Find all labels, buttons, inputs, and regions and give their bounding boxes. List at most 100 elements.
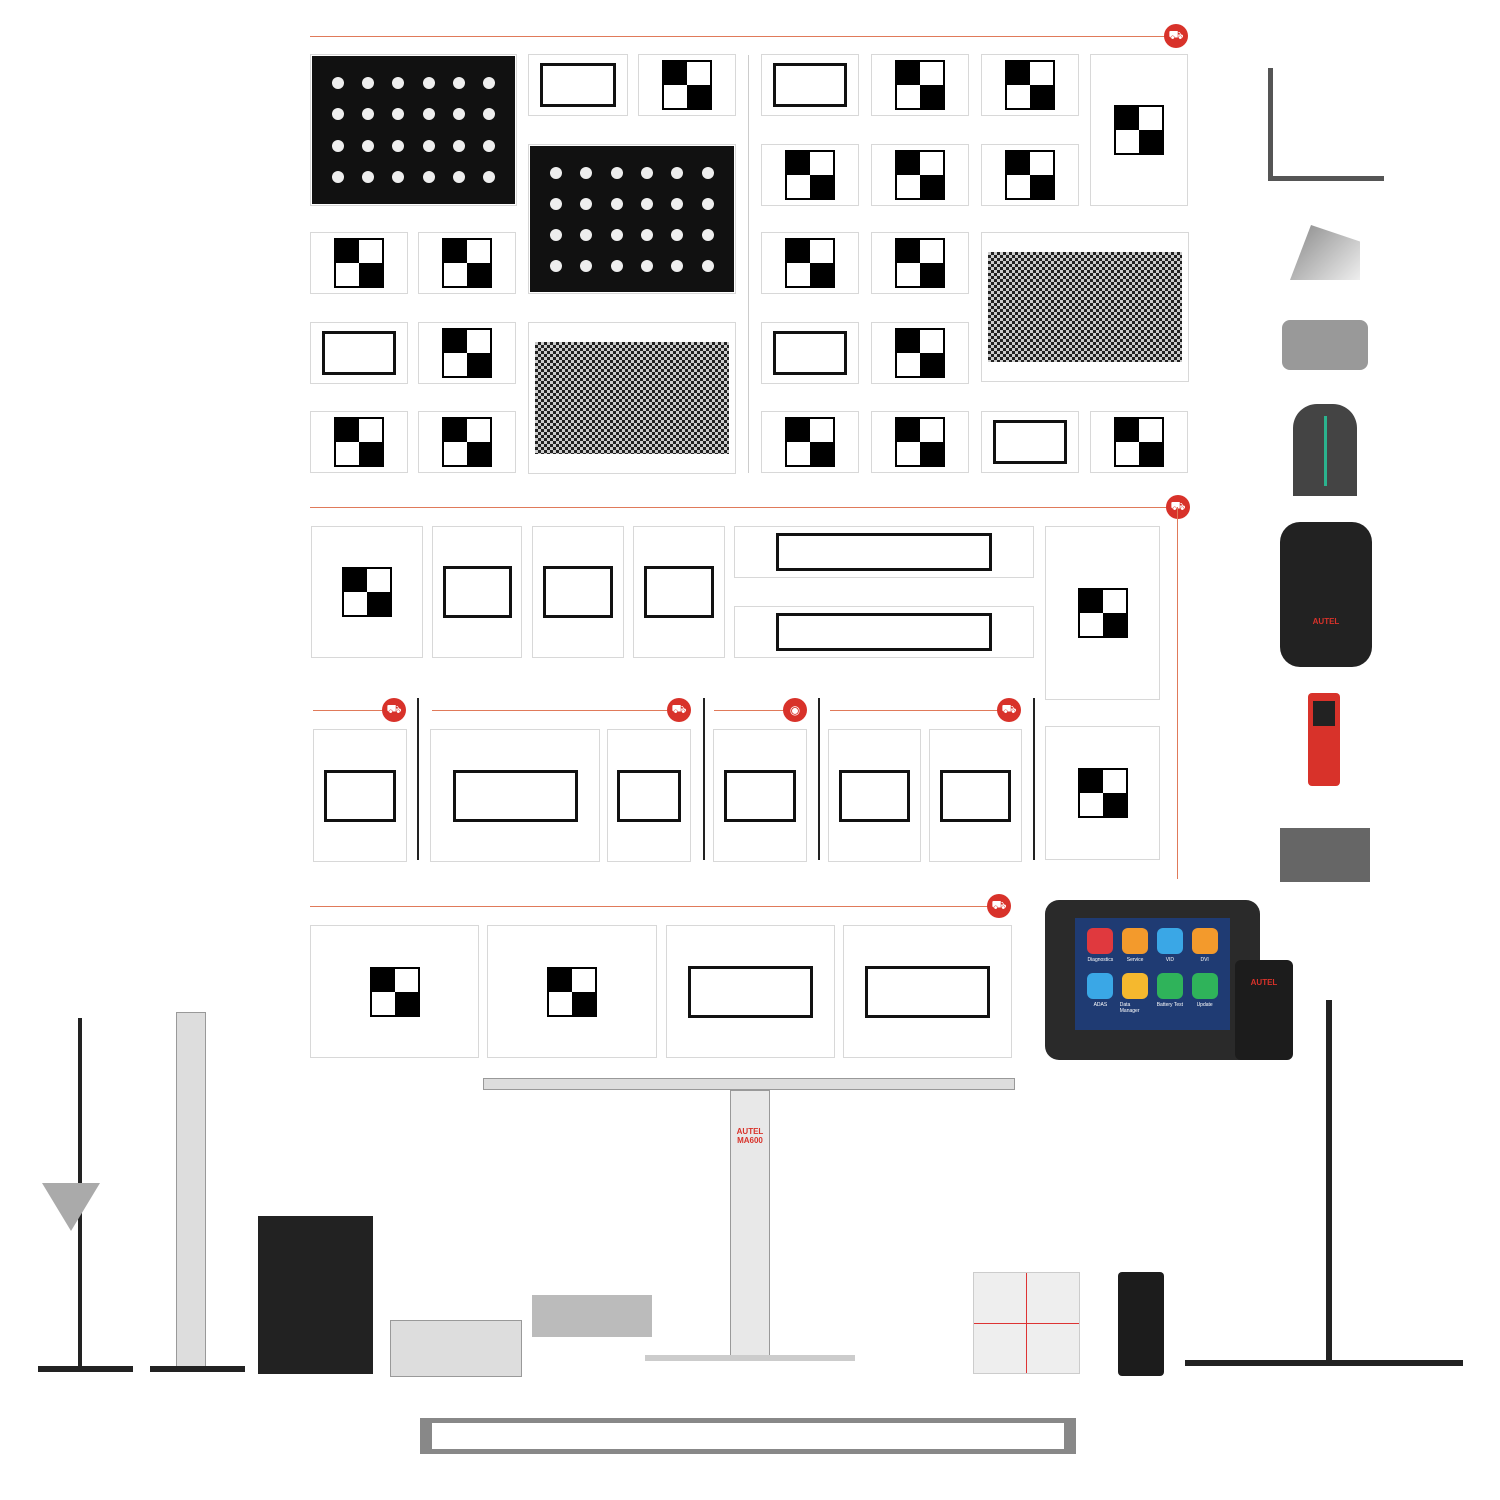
calibration-target — [981, 232, 1189, 382]
app-diagnostics[interactable]: Diagnostics — [1085, 928, 1116, 969]
app-icon — [1156, 973, 1183, 999]
frame-pattern — [442, 566, 512, 618]
radar-target-column — [176, 1012, 206, 1369]
l-bracket — [1268, 68, 1273, 180]
frame-pattern — [838, 769, 911, 822]
checker-pattern — [662, 60, 712, 110]
checker-pattern — [895, 60, 945, 110]
checker-pattern — [785, 238, 835, 288]
checker-pattern — [1005, 150, 1055, 200]
stand-base — [1185, 1360, 1463, 1366]
reflector-prism — [1290, 225, 1360, 280]
frame-pattern — [776, 613, 992, 651]
app-icon — [1087, 928, 1114, 954]
app-vid[interactable]: VID — [1155, 928, 1186, 969]
app-icon — [1191, 973, 1218, 999]
calibration-target — [310, 322, 408, 384]
frame-pattern — [772, 63, 848, 107]
section-rule — [310, 507, 1166, 508]
app-update[interactable]: Update — [1189, 973, 1220, 1020]
app-label: Battery Test — [1156, 1002, 1184, 1008]
radar-reflector-board — [258, 1216, 373, 1374]
calibration-target — [734, 526, 1034, 578]
calibration-target — [313, 729, 407, 862]
frame-pattern — [324, 769, 396, 822]
calibration-target — [843, 925, 1012, 1058]
checker-pattern — [369, 966, 420, 1017]
app-icon — [1122, 928, 1149, 954]
divider — [748, 55, 749, 473]
frame-pattern — [452, 769, 578, 822]
frame-pattern — [772, 331, 848, 375]
stand-pole — [1326, 1000, 1332, 1365]
checker-pattern — [895, 238, 945, 288]
calibration-target — [761, 232, 859, 294]
checker-pattern — [547, 966, 597, 1017]
dot-pattern — [530, 146, 734, 292]
checker-pattern — [442, 417, 492, 467]
calibration-target — [929, 729, 1022, 862]
checker-pattern — [442, 238, 492, 288]
night-vision-icon: ⛟ — [987, 894, 1011, 918]
camera-car-icon: ⛟ — [382, 698, 406, 722]
calibration-target — [981, 144, 1079, 206]
laser-level: AUTEL — [1280, 522, 1372, 667]
frame-pattern — [616, 769, 682, 822]
calibration-target — [871, 232, 969, 294]
app-adas[interactable]: ADAS — [1085, 973, 1116, 1020]
calibration-target — [418, 411, 516, 473]
calibration-target — [871, 54, 969, 116]
calibration-target — [310, 925, 479, 1058]
divider — [703, 698, 705, 860]
calibration-target — [1090, 411, 1188, 473]
brand-label: AUTEL — [1312, 617, 1340, 626]
app-dvi[interactable]: DVI — [1189, 928, 1220, 969]
calibration-target — [528, 144, 736, 294]
checker-pattern — [334, 238, 384, 288]
checker-pattern — [1005, 60, 1055, 110]
section-rule — [432, 710, 667, 711]
calibration-target — [487, 925, 657, 1058]
checker-pattern — [785, 150, 835, 200]
battery-box — [1118, 1272, 1164, 1376]
app-label: Data Manager — [1119, 1002, 1140, 1014]
calibration-target — [761, 144, 859, 206]
app-service[interactable]: Service — [1120, 928, 1151, 969]
section-rule — [313, 710, 383, 711]
calibration-target — [713, 729, 807, 862]
calibration-target — [532, 526, 624, 658]
calibration-target — [311, 526, 423, 658]
checker-pattern — [1077, 588, 1128, 638]
camera-car-icon: ⛟ — [1164, 24, 1188, 48]
calibration-target — [871, 322, 969, 384]
calibration-target — [1045, 726, 1160, 860]
calibration-target — [761, 54, 859, 116]
checker-pattern — [1114, 105, 1164, 155]
app-label: DVI — [1200, 957, 1209, 963]
brand-label: AUTEL — [736, 1127, 764, 1136]
laser-distance-meter — [1308, 693, 1340, 786]
calibration-target — [761, 322, 859, 384]
lidar-icon: ⛟ — [997, 698, 1021, 722]
calibration-target — [871, 411, 969, 473]
laser-pointer — [1282, 320, 1368, 370]
calibration-target — [430, 729, 600, 862]
storage-box — [1280, 828, 1370, 882]
checker-pattern — [442, 328, 492, 378]
app-data-manager[interactable]: Data Manager — [1120, 973, 1151, 1020]
app-label: Update — [1196, 1002, 1213, 1008]
eye-icon: ◉ — [783, 698, 807, 722]
frame-pattern — [540, 63, 616, 107]
app-battery-test[interactable]: Battery Test — [1155, 973, 1186, 1020]
checker-pattern — [895, 417, 945, 467]
divider — [818, 698, 820, 860]
radar-car-icon: ⛟ — [1166, 495, 1190, 519]
brand-label: AUTEL — [1250, 978, 1278, 987]
checker-pattern — [1114, 417, 1164, 467]
calibration-target — [1090, 54, 1188, 206]
calibration-target — [981, 54, 1079, 116]
section-rule — [830, 710, 998, 711]
app-label: Diagnostics — [1087, 957, 1114, 963]
